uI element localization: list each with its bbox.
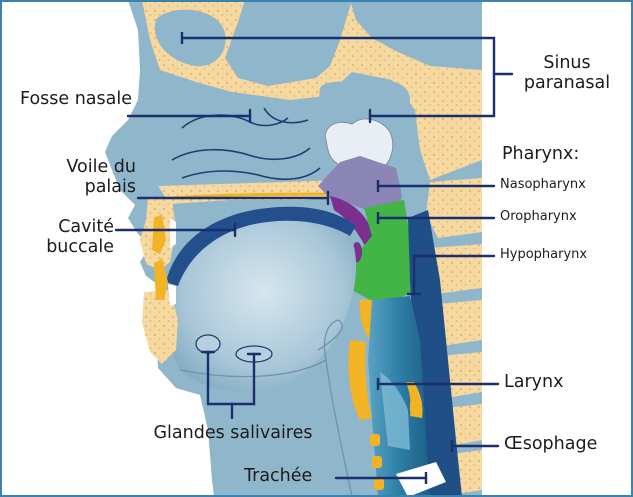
salivary-gland-left	[196, 335, 220, 353]
label-fosse-nasale: Fosse nasale	[20, 90, 126, 110]
label-oesophage: Œsophage	[504, 435, 597, 455]
label-cavite-buccale: Cavité buccale	[38, 218, 114, 257]
label-voile-du-palais: Voile du palais	[14, 158, 136, 197]
label-pharynx: Pharynx:	[502, 145, 579, 165]
label-larynx: Larynx	[504, 373, 563, 393]
label-sinus-paranasal: Sinus paranasal	[512, 54, 622, 93]
label-trachee: Trachée	[244, 467, 312, 487]
label-glandes-salivaires: Glandes salivaires	[108, 424, 358, 444]
label-oropharynx: Oropharynx	[500, 210, 577, 225]
tooth-white-upper	[170, 218, 176, 248]
label-hypopharynx: Hypopharynx	[500, 248, 587, 263]
label-nasopharynx: Nasopharynx	[500, 178, 586, 193]
